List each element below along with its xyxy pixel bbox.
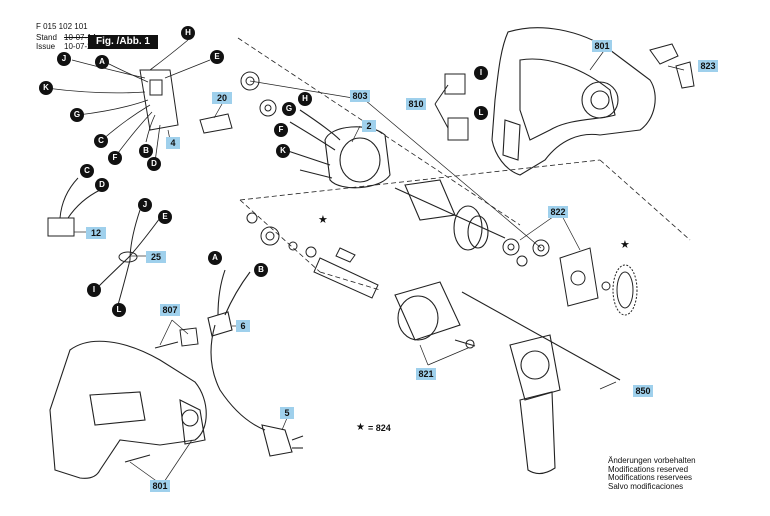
part-label-6: 6 — [236, 320, 250, 332]
part-label-821: 821 — [416, 368, 436, 380]
assembled-drill — [49, 340, 207, 479]
part-label-801-bottom: 801 — [150, 480, 170, 492]
svg-text:★: ★ — [620, 238, 630, 251]
stand-label: Stand — [36, 33, 57, 42]
part-label-4: 4 — [166, 137, 180, 149]
part-label-12: 12 — [86, 227, 106, 239]
cord-clip-807 — [154, 327, 199, 349]
diagram-code: F 015 102 101 — [36, 22, 88, 31]
wire-letter-g: G — [70, 108, 84, 122]
label-plate-20 — [199, 113, 233, 134]
part-label-20: 20 — [212, 92, 232, 104]
note-line-de: Änderungen vorbehalten — [608, 456, 696, 465]
chuck-821 — [394, 281, 476, 349]
wire-letter-g-coil: G — [282, 102, 296, 116]
brush-holders-810 — [434, 73, 469, 141]
part-label-2: 2 — [362, 120, 376, 132]
wire-letter-c-cap: C — [80, 164, 94, 178]
note-line-en: Modifications reserved — [608, 464, 689, 474]
wire-letter-h-coil: H — [298, 92, 312, 106]
wire-letter-h: H — [181, 26, 195, 40]
wire-set-25 — [94, 209, 161, 306]
stand-date: 10-07-14 — [64, 33, 97, 42]
wire-letter-f-coil: F — [274, 123, 288, 137]
part-label-850: 850 — [633, 385, 653, 397]
wire-letter-d: D — [147, 157, 161, 171]
modifications-note: Änderungen vorbehalten Modifications res… — [608, 456, 696, 491]
note-line-es: Salvo modificaciones — [608, 481, 684, 491]
gear-wheel — [601, 264, 638, 316]
wire-letter-e: E — [210, 50, 224, 64]
wire-letter-b-cord: B — [254, 263, 268, 277]
figure-title: Fig. /Abb. 1 — [88, 35, 158, 49]
field-coil-2 — [284, 109, 391, 189]
wire-letter-e-set: E — [158, 210, 172, 224]
part-label-5: 5 — [280, 407, 294, 419]
wire-letter-j: J — [57, 52, 71, 66]
gear-plate-822 — [559, 247, 599, 307]
part-label-801-top: 801 — [592, 40, 612, 52]
wire-letter-k-coil: K — [276, 144, 290, 158]
part-label-807: 807 — [160, 304, 180, 316]
part-label-823: 823 — [698, 60, 718, 72]
legend-star: ★ — [356, 422, 365, 433]
housing-half-801 — [491, 27, 656, 176]
wire-letter-d-cap: D — [95, 178, 109, 192]
spindle — [313, 247, 379, 299]
wire-letter-a: A — [95, 55, 109, 69]
note-line-fr: Modifications reservees — [608, 473, 693, 483]
side-handle-850 — [461, 291, 621, 475]
wire-letter-b: B — [139, 144, 153, 158]
wire-letter-j-set: J — [138, 198, 152, 212]
star-marks: ★ ★ — [318, 213, 630, 251]
power-cord-5 — [207, 269, 304, 457]
wire-letter-c: C — [94, 134, 108, 148]
part-label-810: 810 — [406, 98, 426, 110]
svg-text:★: ★ — [318, 213, 328, 226]
wire-letter-a-cord: A — [208, 251, 222, 265]
part-label-803: 803 — [350, 90, 370, 102]
wire-letter-f: F — [108, 151, 122, 165]
wire-letter-l: L — [474, 106, 488, 120]
switch-cap-823 — [649, 43, 695, 89]
switch-4 — [139, 69, 179, 131]
armature-803 — [394, 179, 506, 251]
wire-letter-i-set: I — [87, 283, 101, 297]
bearings — [240, 71, 550, 267]
issue-date: 10-07-20 — [64, 42, 97, 51]
part-label-822: 822 — [548, 206, 568, 218]
part-label-25: 25 — [146, 251, 166, 263]
wire-letter-i: I — [474, 66, 488, 80]
legend-eq: = 824 — [368, 423, 391, 433]
issue-label: Issue — [36, 42, 56, 51]
wire-letter-k: K — [39, 81, 53, 95]
wire-letter-l-set: L — [112, 303, 126, 317]
capacitor-12 — [47, 177, 101, 237]
